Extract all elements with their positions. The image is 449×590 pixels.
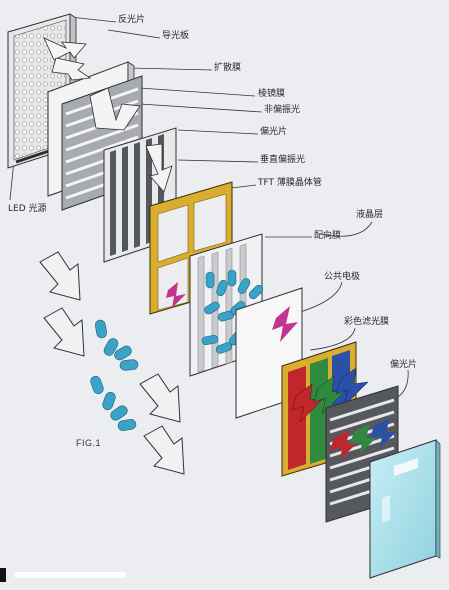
leader-lines	[9, 16, 409, 403]
label-light-guide: 导光板	[162, 31, 190, 41]
label-diffuser: 扩散膜	[214, 63, 242, 73]
label-prism-film: 棱镜膜	[258, 89, 286, 99]
label-unpolarized-light: 非偏振光	[264, 105, 301, 115]
glass-layer	[369, 439, 441, 579]
incoming-light-arrows	[39, 251, 185, 475]
label-polarizer-bottom: 偏光片	[390, 360, 418, 370]
light-arrows	[43, 37, 173, 193]
label-color-filter: 彩色滤光膜	[344, 317, 390, 327]
liquid-crystal-molecules	[90, 319, 139, 431]
label-vertical-polarized-light: 垂直偏振光	[260, 155, 306, 165]
label-polarizer-top: 偏光片	[260, 127, 288, 137]
label-alignment-film: 配向膜	[314, 231, 342, 241]
label-reflector: 反光片	[118, 15, 146, 25]
watermark-redaction	[0, 568, 126, 582]
figure-caption: FIG.1	[76, 438, 102, 448]
label-tft: TFT 薄膜晶体管	[258, 178, 322, 188]
label-common-electrode: 公共电极	[324, 272, 361, 282]
label-liquid-crystal-layer: 液晶层	[356, 210, 384, 220]
label-led-light-source: LED 光源	[8, 204, 47, 214]
